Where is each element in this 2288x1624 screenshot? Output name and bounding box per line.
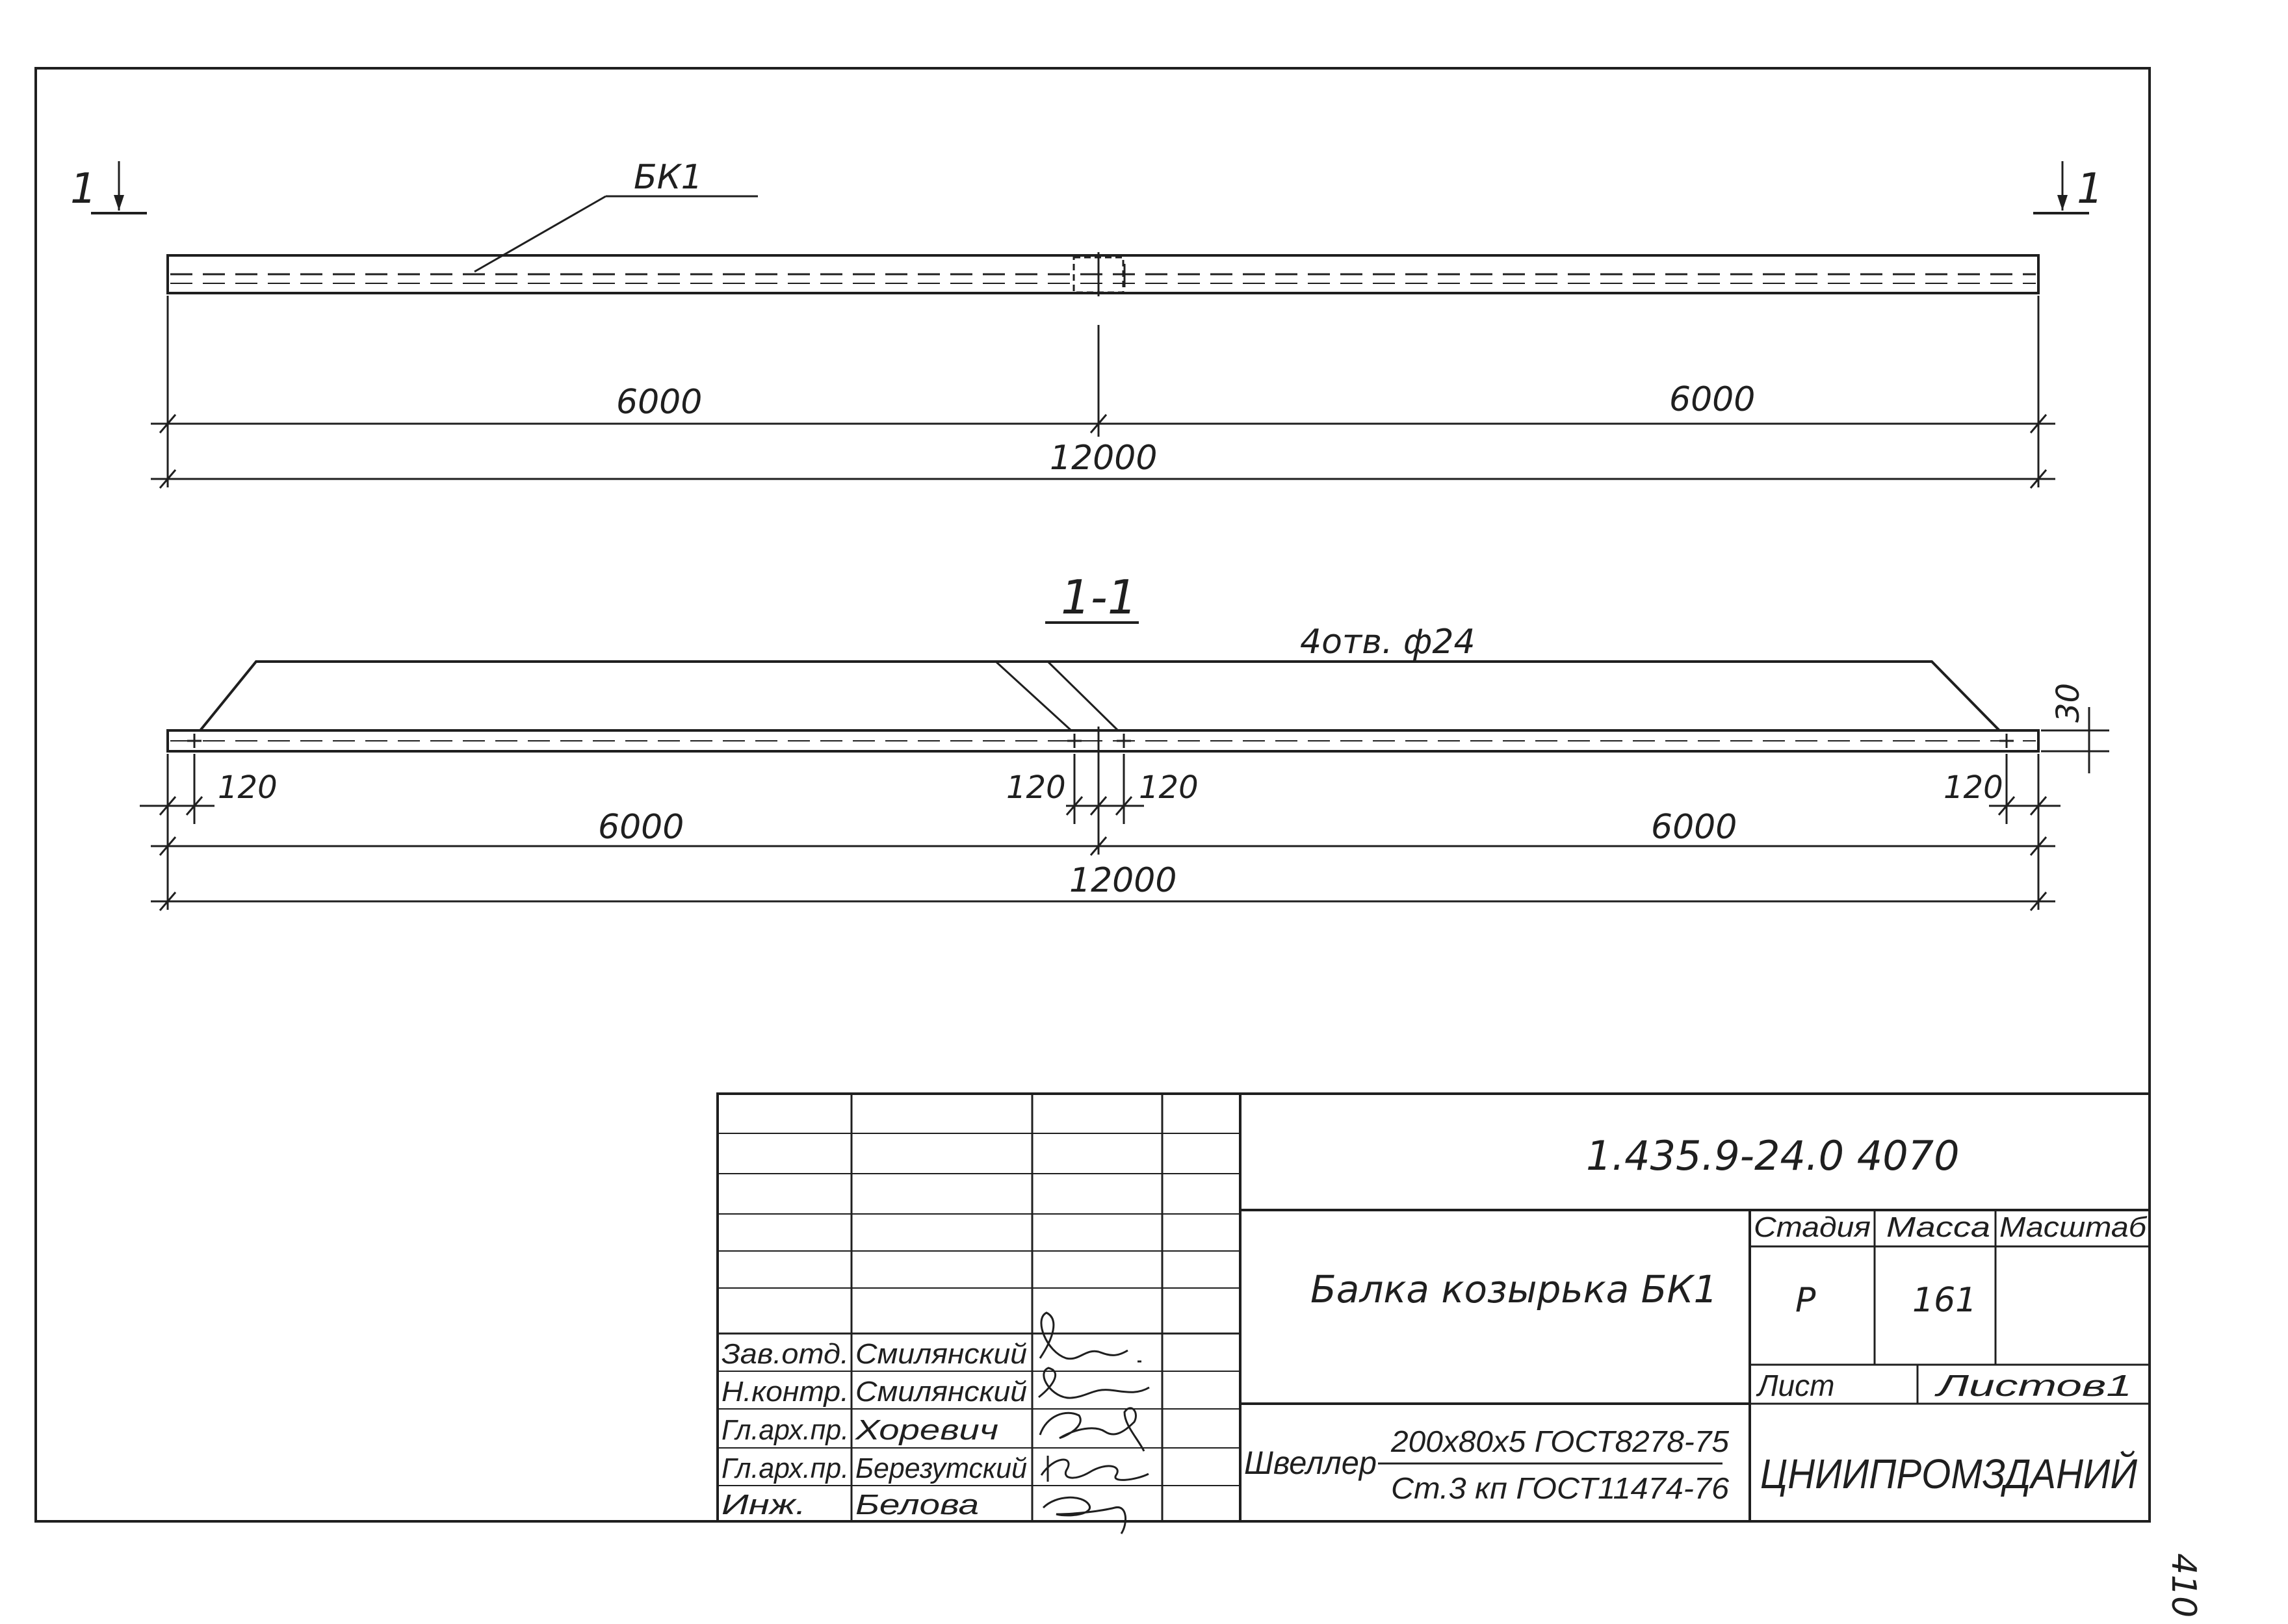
stage-header: Стадия — [1754, 1211, 1871, 1243]
section-dimension-row-3: 12000 — [151, 861, 2055, 911]
signature-4 — [1040, 1456, 1149, 1482]
revision-table-rows — [718, 1133, 1240, 1486]
depth-dim-label: 30 — [2050, 683, 2086, 723]
signatures — [1038, 1311, 1150, 1534]
sheet-frame — [34, 67, 2151, 1523]
title-block: Зав.отд. Смилянский Н.контр. Смилянский … — [716, 1092, 2151, 1534]
section-title: 1-1 — [1061, 570, 1138, 625]
organization-name: ЦНИИПРОМЗДАНИЙ — [1760, 1450, 2137, 1497]
section-dim-mid-right: 120 — [1139, 769, 1199, 806]
section-dimension-row-2: 6000 6000 — [151, 808, 2055, 856]
plan-dimension-row-2: 12000 — [151, 439, 2055, 489]
plan-view: 1 1 БК1 — [70, 158, 2103, 489]
drawing-title: Балка козырька БК1 — [1310, 1267, 1717, 1311]
staff-role-5: Инж. — [722, 1489, 806, 1521]
sheet-number: 410 — [2164, 1553, 2203, 1618]
holes-note: 4отв. ф24 — [1300, 623, 1476, 662]
section-marker-left: 1 — [70, 161, 147, 214]
arrow-down-icon — [2057, 195, 2068, 211]
beam-section-flange — [166, 729, 2040, 753]
section-dim-edge-right: 120 — [1944, 769, 2003, 806]
section-dim-right: 6000 — [1651, 808, 1737, 847]
material-prefix: Швеллер — [1244, 1445, 1377, 1481]
section-dim-mid-left: 120 — [1006, 769, 1066, 806]
beam-label-leader: БК1 — [474, 158, 758, 273]
material-line-1: 200х80х5 ГОСТ8278-75 — [1390, 1424, 1729, 1458]
section-marker-right-label: 1 — [2077, 165, 2103, 213]
staff-name-5: Белова — [855, 1489, 979, 1521]
staff-role-2: Н.контр. — [722, 1376, 849, 1408]
section-dim-edge-left: 120 — [218, 769, 278, 806]
stage-value: Р — [1795, 1281, 1816, 1320]
mass-value: 161 — [1912, 1281, 1977, 1320]
staff-name-3: Хоревич — [855, 1414, 998, 1446]
staff-role-4: Гл.арх.пр. — [722, 1452, 849, 1484]
plan-dim-total: 12000 — [1050, 439, 1157, 478]
mass-header: Масса — [1886, 1211, 1990, 1243]
staff-name-4: Березутский — [855, 1452, 1027, 1484]
section-marker-left-label: 1 — [70, 165, 97, 213]
beam-label: БК1 — [634, 158, 703, 197]
arrow-down-icon — [114, 195, 124, 211]
staff-list: Зав.отд. Смилянский Н.контр. Смилянский … — [722, 1338, 1027, 1521]
scale-header: Масштаб — [1999, 1211, 2148, 1243]
staff-name-1: Смилянский — [855, 1338, 1027, 1370]
signature-3 — [1039, 1407, 1145, 1452]
beam-section-profile — [199, 660, 2001, 732]
plan-dimension-row-1: 6000 6000 — [151, 380, 2055, 433]
section-dimension-row-1: 120 120 120 120 — [140, 769, 2060, 816]
staff-name-2: Смилянский — [855, 1376, 1027, 1408]
material-line-2: Ст.3 кп ГОСТ11474-76 — [1391, 1471, 1729, 1505]
drawing-code: 1.435.9-24.0 4070 — [1586, 1132, 1960, 1179]
signature-1 — [1039, 1311, 1141, 1363]
section-dim-left: 6000 — [598, 808, 684, 847]
signature-5 — [1042, 1496, 1127, 1534]
staff-role-1: Зав.отд. — [722, 1338, 849, 1370]
bolt-hole-marks — [187, 734, 2014, 748]
depth-dimension: 30 — [2041, 683, 2109, 773]
staff-role-3: Гл.арх.пр. — [722, 1414, 849, 1446]
section-dim-total: 12000 — [1069, 861, 1176, 900]
signature-2 — [1038, 1367, 1150, 1399]
sheets-label: Листов1 — [1934, 1369, 2132, 1402]
sheet-label: Лист — [1756, 1369, 1834, 1402]
section-marker-right: 1 — [2033, 161, 2103, 214]
section-view: 1-1 4отв. ф24 30 — [140, 570, 2109, 911]
plan-dim-right: 6000 — [1669, 380, 1755, 419]
plan-dim-left: 6000 — [616, 383, 702, 422]
